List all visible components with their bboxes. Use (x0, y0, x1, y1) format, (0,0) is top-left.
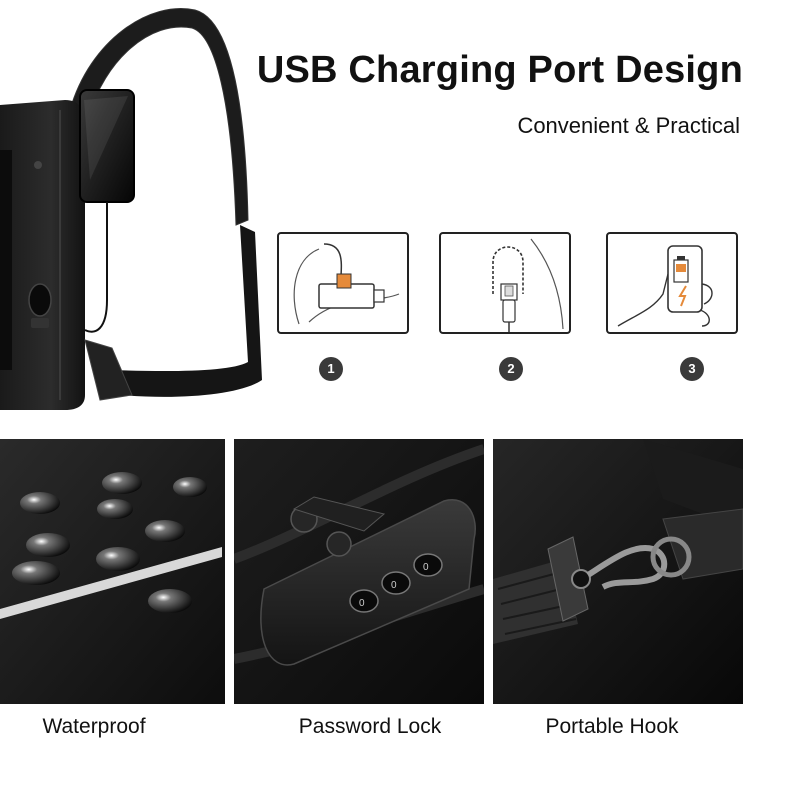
page-subtitle: Convenient & Practical (517, 113, 740, 138)
step-2-badge: 2 (499, 357, 523, 381)
waterproof-panel (0, 439, 225, 704)
step-1-illustration (277, 232, 409, 334)
usb-cable-icon (293, 243, 400, 325)
combination-lock-image: 0 0 0 (234, 439, 484, 704)
feature-label-waterproof: Waterproof (42, 715, 146, 738)
water-droplets-image (0, 439, 225, 704)
feature-label-portable-hook: Portable Hook (545, 715, 679, 738)
svg-text:0: 0 (391, 580, 397, 591)
page-title: USB Charging Port Design (256, 49, 743, 91)
svg-text:0: 0 (423, 562, 429, 573)
usb-plug-icon (492, 238, 564, 332)
step-2-illustration (439, 232, 571, 334)
phone-charging-icon (617, 245, 713, 327)
svg-text:0: 0 (359, 598, 365, 609)
step-1-badge: 1 (319, 357, 343, 381)
portable-hook-panel (493, 439, 743, 704)
step-3-badge: 3 (680, 357, 704, 381)
step-3-illustration (606, 232, 738, 334)
feature-label-password-lock: Password Lock (298, 715, 442, 738)
password-lock-panel: 0 0 0 (234, 439, 484, 704)
hook-clasp-image (493, 439, 743, 704)
bag-product-image (0, 8, 262, 410)
